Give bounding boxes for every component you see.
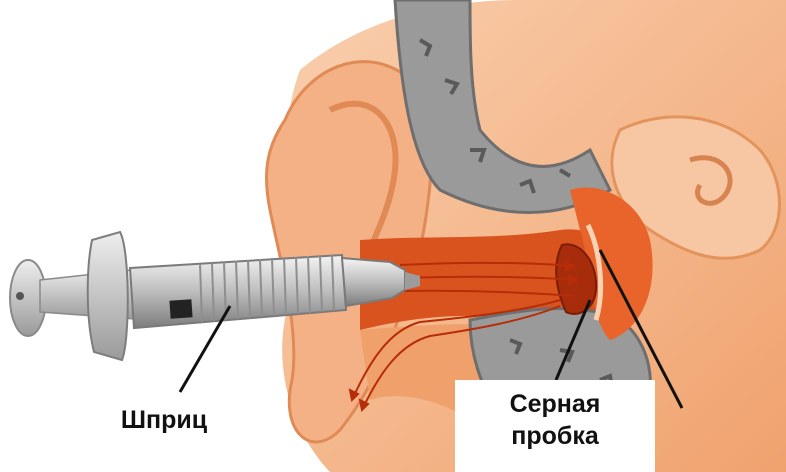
earwax-plug-label: Серная пробка	[455, 388, 655, 452]
earwax-plug-label-line2: пробка	[455, 420, 655, 452]
earwax-plug-label-line1: Серная	[455, 388, 655, 420]
finger-flange	[88, 232, 128, 360]
syringe-label: Шприц	[94, 404, 234, 436]
barrel-band	[169, 299, 192, 318]
